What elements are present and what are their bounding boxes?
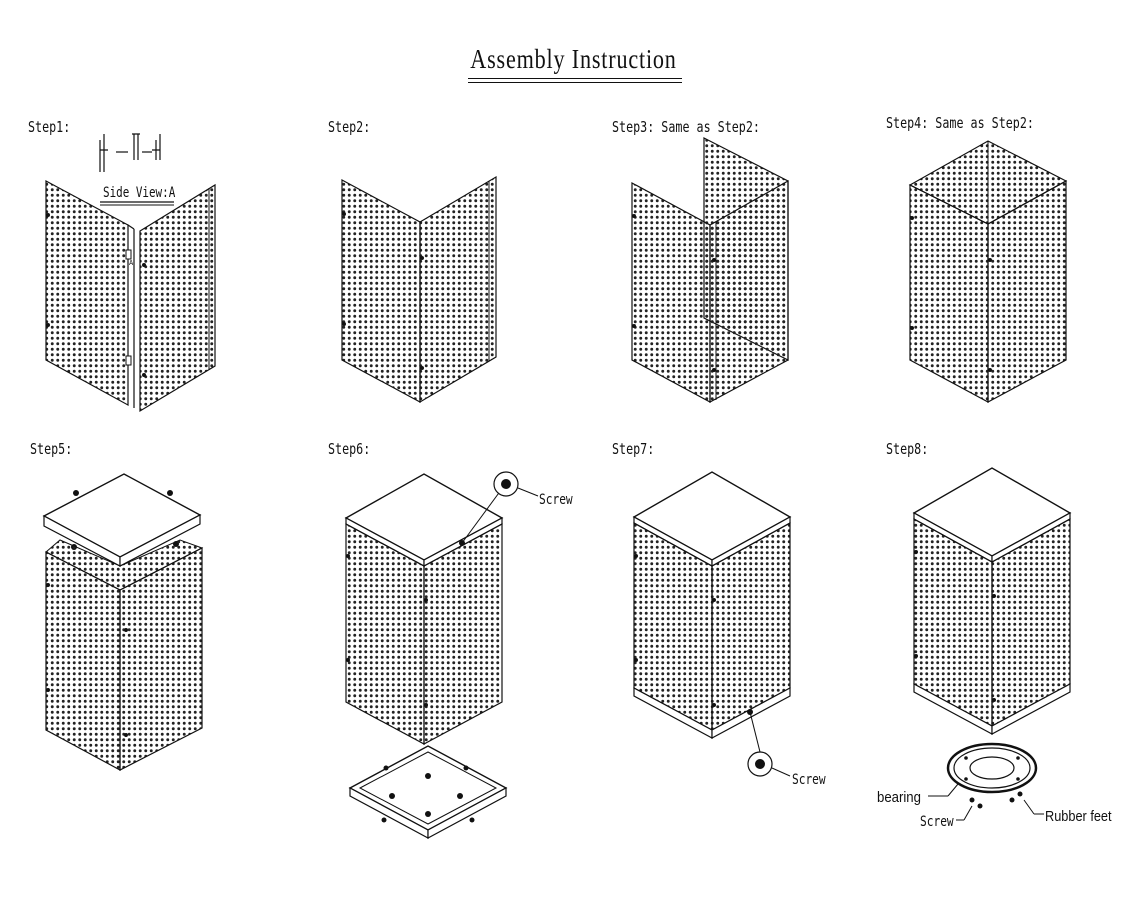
step-6-drawing: Screw [344, 471, 573, 840]
step-2-label: Step2: [328, 118, 371, 136]
step-8-label: Step8: [886, 440, 929, 458]
side-view-detail [99, 133, 161, 172]
step-4-drawing [908, 140, 1068, 404]
step-7-label: Step7: [612, 440, 655, 458]
step-4-label: Step4: Same as Step2: [886, 114, 1034, 132]
rubber-feet-callout: Rubber feet [1045, 807, 1112, 824]
step-3-drawing [631, 137, 789, 404]
screw-callout: Screw [792, 771, 826, 788]
step-1-drawing: A Side View:A [45, 133, 216, 413]
step-1-label: Step1: [28, 118, 71, 136]
step-8-drawing: bearing Screw Rubber feet [877, 467, 1112, 830]
step-7-drawing: Screw [632, 471, 826, 788]
step-6-label: Step6: [328, 440, 371, 458]
detail-marker: A [129, 259, 134, 267]
step-5-label: Step5: [30, 440, 73, 458]
step-3-label: Step3: Same as Step2: [612, 118, 760, 136]
screw-callout: Screw [539, 491, 573, 508]
step-5-drawing [42, 473, 204, 772]
bearing-callout: bearing [877, 788, 921, 805]
screw-callout: Screw [920, 813, 954, 830]
title-underline-bottom [468, 82, 682, 83]
title-underline-top [468, 78, 682, 79]
side-view-label: Side View:A [103, 184, 176, 201]
panel-holes [46, 212, 996, 737]
step-2-drawing [341, 175, 497, 404]
page-title: Assembly Instruction [470, 44, 677, 74]
